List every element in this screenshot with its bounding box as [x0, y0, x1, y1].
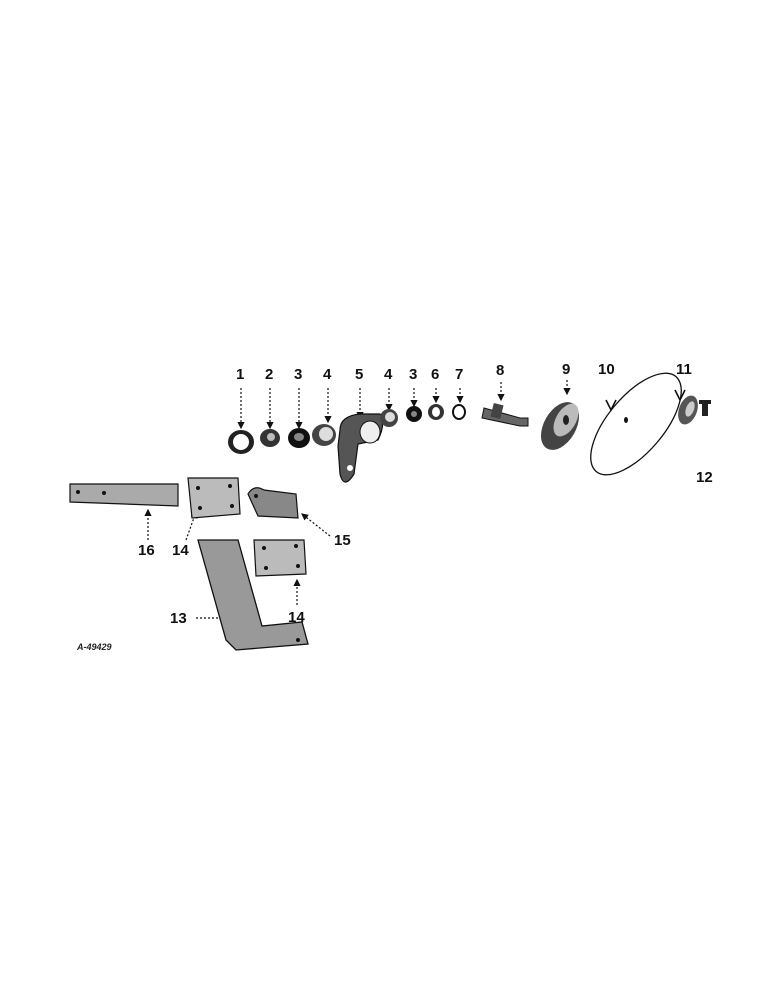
part-5-hub-housing — [337, 413, 384, 483]
part-14-plate-upper — [187, 477, 241, 519]
part-3b-seal — [406, 406, 422, 422]
part-11-cap — [678, 395, 698, 425]
part-13-arm — [197, 539, 309, 651]
leader-15 — [301, 513, 331, 537]
callout-4: 4 — [323, 366, 332, 383]
callout-6: 6 — [431, 366, 440, 383]
callout-12: 12 — [696, 469, 713, 486]
part-10-disc-blade — [590, 372, 682, 476]
part-7-ring — [452, 404, 466, 420]
callout-3b: 3 — [409, 366, 418, 383]
callout-14b: 14 — [288, 609, 305, 626]
callout-2: 2 — [265, 366, 274, 383]
callout-8: 8 — [496, 362, 505, 379]
callout-4b: 4 — [384, 366, 393, 383]
callout-1: 1 — [236, 366, 245, 383]
callout-3: 3 — [294, 366, 303, 383]
part-6-washer — [428, 404, 444, 420]
part-12-bolt — [699, 400, 711, 416]
callout-9: 9 — [562, 361, 571, 378]
drawing-code: A-49429 — [77, 642, 112, 652]
part-4-cup — [312, 424, 336, 446]
part-8-spindle — [481, 402, 529, 427]
callout-14a: 14 — [172, 542, 189, 559]
part-3-seal — [288, 428, 310, 448]
callout-10: 10 — [598, 361, 615, 378]
part-14-plate-lower — [253, 539, 307, 577]
pointer-10 — [605, 399, 617, 412]
part-1-bearing-cup — [228, 430, 254, 454]
part-9-flange — [541, 402, 579, 450]
part-2-bearing-cone — [260, 429, 280, 447]
part-4b-cup — [380, 409, 398, 427]
part-15-bracket — [247, 487, 299, 519]
callout-11: 11 — [676, 361, 692, 378]
callout-7: 7 — [455, 366, 464, 383]
callout-16: 16 — [138, 542, 155, 559]
part-16-bar — [69, 483, 179, 507]
callout-5: 5 — [355, 366, 364, 383]
callout-15: 15 — [334, 532, 351, 549]
callout-13: 13 — [170, 610, 187, 627]
